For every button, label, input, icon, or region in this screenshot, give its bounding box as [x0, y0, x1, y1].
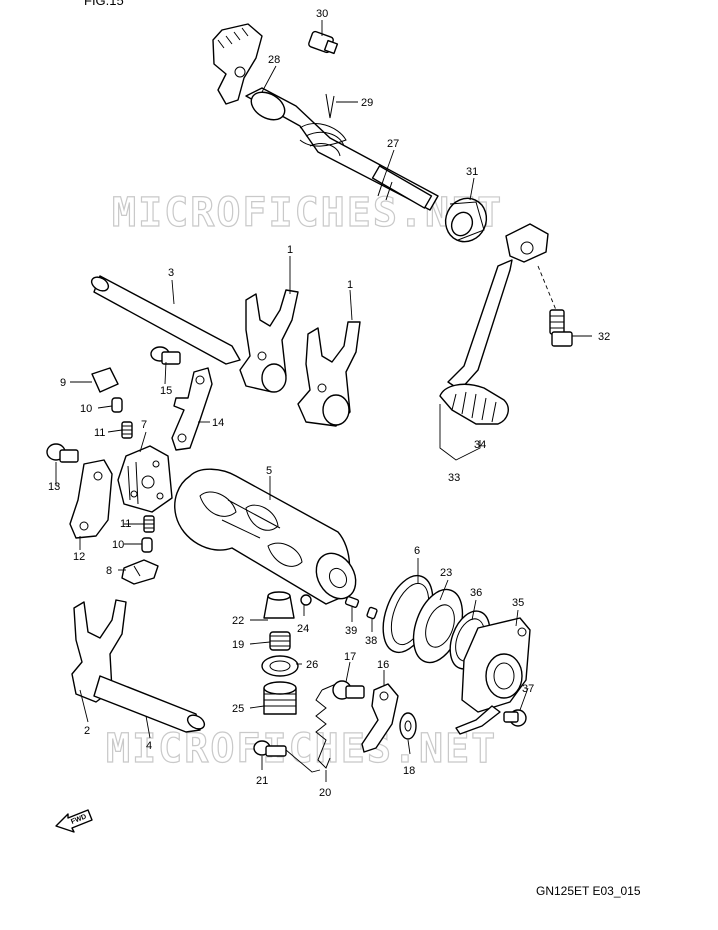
- callout-2: 2: [84, 725, 90, 737]
- callout-32: 32: [598, 331, 610, 343]
- callout-12: 12: [73, 551, 85, 563]
- figure-header-partial: FIG.15: [84, 0, 124, 8]
- part-38-spring: [366, 606, 378, 620]
- callout-24: 24: [297, 623, 309, 635]
- callout-8: 8: [106, 565, 112, 577]
- part-1-shift-fork-b: [297, 321, 361, 427]
- part-32-bolt: [549, 309, 573, 347]
- callout-28: 28: [268, 54, 280, 66]
- leader-lines: [55, 20, 592, 782]
- part-14-stopper-plate: [171, 367, 213, 451]
- fwd-arrow-icon: FWD: [55, 809, 93, 833]
- part-16-stopper-arm: [361, 683, 399, 753]
- callout-10a: 10: [80, 403, 92, 415]
- part-37-screw: [503, 709, 527, 727]
- part-17-bolt: [332, 680, 365, 700]
- part-7-cam-gear: [117, 445, 173, 513]
- callout-7: 7: [141, 419, 147, 431]
- callout-34: 34: [474, 439, 486, 451]
- callout-4: 4: [146, 740, 152, 752]
- callout-3: 3: [168, 267, 174, 279]
- callout-26: 26: [306, 659, 318, 671]
- callout-31: 31: [466, 166, 478, 178]
- part-33-gearshift-lever: [439, 223, 549, 425]
- part-27-gearshift-shaft: [212, 23, 439, 211]
- callout-23: 23: [440, 567, 452, 579]
- callout-1a: 1: [287, 244, 293, 256]
- part-8-retainer: [121, 559, 159, 585]
- part-12-guide-plate: [69, 459, 113, 539]
- callout-36: 36: [470, 587, 482, 599]
- part-35-neutral-switch: [455, 617, 531, 735]
- part-31-bearing: [444, 197, 488, 243]
- part-19-spring: [269, 631, 291, 651]
- part-21-bolt: [253, 740, 287, 757]
- callout-5: 5: [266, 465, 272, 477]
- part-11-spring-lower: [143, 515, 155, 533]
- part-25-plug: [263, 681, 297, 715]
- callout-10b: 10: [112, 539, 124, 551]
- part-10-pin-lower: [141, 537, 153, 553]
- part-13-bolt: [46, 443, 79, 463]
- part-26-o-ring: [261, 655, 299, 677]
- callout-21: 21: [256, 775, 268, 787]
- callout-30: 30: [316, 8, 328, 20]
- part-10-pin-upper: [111, 397, 123, 413]
- callout-35: 35: [512, 597, 524, 609]
- callout-9: 9: [60, 377, 66, 389]
- callout-16: 16: [377, 659, 389, 671]
- callout-25: 25: [232, 703, 244, 715]
- callout-15: 15: [160, 385, 172, 397]
- part-11-spring-upper: [121, 421, 133, 439]
- callout-22: 22: [232, 615, 244, 627]
- callout-13: 13: [48, 481, 60, 493]
- callout-11a: 11: [94, 427, 105, 439]
- diagram-code: GN125ET E03_015: [536, 884, 641, 898]
- watermark-top: MICROFICHES.NET: [112, 190, 503, 236]
- callout-17: 17: [344, 651, 356, 663]
- part-9-pin: [91, 367, 119, 393]
- callout-38: 38: [365, 635, 377, 647]
- callout-33: 33: [448, 472, 460, 484]
- callout-29: 29: [361, 97, 373, 109]
- part-1-shift-fork-a: [239, 289, 299, 393]
- callout-14: 14: [212, 417, 224, 429]
- part-15-bolt: [150, 346, 181, 365]
- watermark-bottom: MICROFICHES.NET: [106, 726, 497, 772]
- part-22-neutral-switch-contact: [263, 591, 295, 619]
- part-39-pin: [344, 596, 360, 608]
- callout-39: 39: [345, 625, 357, 637]
- part-4-fork-shaft: [93, 675, 206, 733]
- callout-6: 6: [414, 545, 420, 557]
- callout-18: 18: [403, 765, 415, 777]
- callout-27: 27: [387, 138, 399, 150]
- part-5-shift-cam-drum: [174, 468, 357, 606]
- callout-labels: 30 28 29 27 31 32 3 1 1 15 14 9 10 11 7 …: [48, 8, 610, 799]
- callout-37: 37: [522, 683, 534, 695]
- callout-19: 19: [232, 639, 244, 651]
- part-29-spring: [325, 93, 335, 119]
- part-20-return-spring: [315, 683, 337, 769]
- part-18-washer: [399, 712, 417, 740]
- callout-20: 20: [319, 787, 331, 799]
- part-3-fork-shaft: [90, 275, 241, 365]
- part-2-shift-fork: [71, 599, 127, 703]
- part-30-bolt: [308, 30, 339, 55]
- callout-1b: 1: [347, 279, 353, 291]
- callout-11b: 11: [120, 518, 131, 530]
